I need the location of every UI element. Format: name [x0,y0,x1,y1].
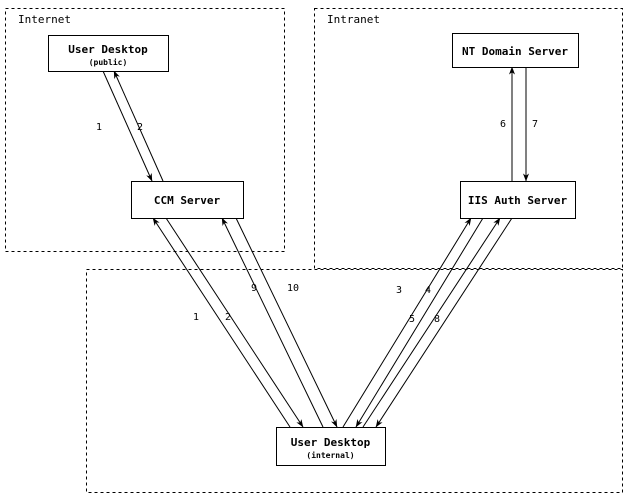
node-box-user-desktop-public[interactable] [47,34,170,73]
flow-step-label-11: 8 [434,314,440,325]
flow-step-label-8: 3 [396,285,402,296]
node-title-nt-domain-server: NT Domain Server [462,45,568,58]
flow-arrow-4-iis-auth-server-to-user-desktop-internal [355,217,484,428]
zone-intranet: Intranet [314,8,623,269]
node-title-iis-auth-server: IIS Auth Server [468,194,568,207]
flow-arrow-1-user-desktop-internal-to-ccm-server [152,217,291,428]
flow-step-label-3: 7 [532,119,538,130]
flow-step-label-5: 2 [225,312,231,323]
zones-layer: Internet Intranet [5,8,623,493]
zone-boundary-internal-lan [86,269,623,493]
node-subtitle-user-desktop-public: (public) [89,57,128,67]
flow-arrow-1-user-desktop-public-to-ccm-server [102,70,153,182]
zone-internet: Internet [5,8,285,252]
node-ccm-server[interactable]: CCM Server [130,180,245,220]
flow-step-label-7: 10 [287,283,299,294]
node-nt-domain-server[interactable]: NT Domain Server [451,32,580,69]
node-iis-auth-server[interactable]: IIS Auth Server [459,180,577,220]
flow-arrow-5-user-desktop-internal-to-iis-auth-server [362,217,501,428]
node-box-user-desktop-internal[interactable] [275,426,387,467]
zone-label-internet: Internet [18,13,71,26]
flow-step-label-2: 6 [500,119,506,130]
node-user-desktop-public[interactable]: User Desktop(public) [47,34,170,73]
zone-boundary-intranet [314,8,623,269]
node-subtitle-user-desktop-internal: (internal) [306,450,354,460]
zone-label-intranet: Intranet [327,13,380,26]
flow-arrow-3-user-desktop-internal-to-iis-auth-server [342,217,472,428]
flow-arrow-10-ccm-server-to-user-desktop-internal [235,217,338,428]
flow-arrow-2-ccm-server-to-user-desktop-public [113,70,164,182]
flow-arrow-8-iis-auth-server-to-user-desktop-internal [375,217,513,428]
flows-layer [102,66,529,428]
flow-labels-layer: 1 2 6 7 1 2 9 10 3 4 5 8 [96,119,538,325]
flow-step-label-9: 4 [425,285,431,296]
node-box-iis-auth-server[interactable] [459,180,577,220]
flow-step-label-0: 1 [96,122,102,133]
flow-arrow-2-ccm-server-to-user-desktop-internal [165,217,304,428]
flow-step-label-10: 5 [409,314,415,325]
node-box-nt-domain-server[interactable] [451,32,580,69]
zone-boundary-internet [5,8,285,252]
node-title-user-desktop-internal: User Desktop [291,436,371,449]
node-user-desktop-internal[interactable]: User Desktop(internal) [275,426,387,467]
nodes-layer: User Desktop(public)NT Domain ServerCCM … [47,32,580,467]
flow-step-label-1: 2 [137,122,143,133]
flow-step-label-6: 9 [251,283,257,294]
node-title-ccm-server: CCM Server [154,194,221,207]
flow-step-label-4: 1 [193,312,199,323]
flow-arrow-9-user-desktop-internal-to-ccm-server [221,217,324,428]
node-box-ccm-server[interactable] [130,180,245,220]
node-title-user-desktop-public: User Desktop [68,43,148,56]
zone-internal-lan [86,269,623,493]
